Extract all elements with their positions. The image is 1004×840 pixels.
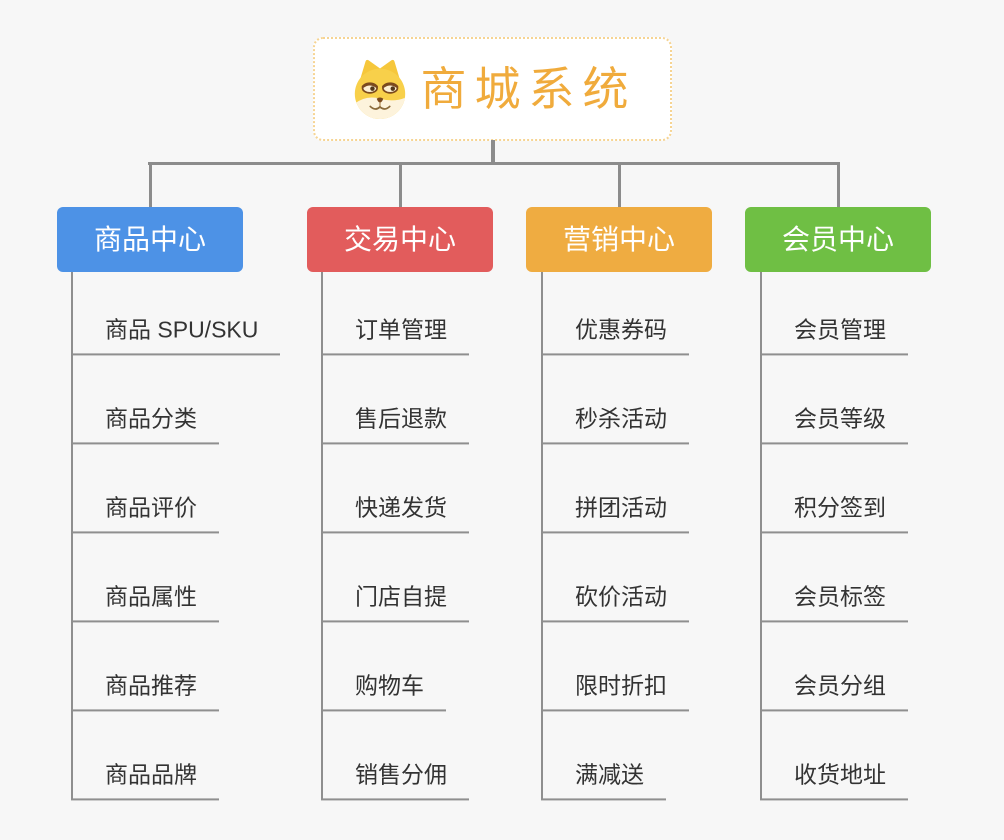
leaf-trade-center-5[interactable]: 销售分佣: [321, 761, 469, 800]
connector-stub-product-center: [149, 162, 152, 208]
leaf-trade-center-4[interactable]: 购物车: [321, 672, 446, 711]
connector-trunk-member-center: [760, 272, 762, 800]
leaf-trade-center-0[interactable]: 订单管理: [321, 316, 469, 355]
root-title: 商城系统: [420, 63, 637, 115]
leaf-member-center-1[interactable]: 会员等级: [760, 405, 908, 444]
leaf-product-center-0[interactable]: 商品 SPU/SKU: [71, 316, 281, 355]
branch-label-trade-center: 交易中心: [343, 223, 456, 255]
branch-trade-center[interactable]: 交易中心: [307, 207, 493, 272]
connector-stub-marketing-center: [618, 162, 621, 208]
leaf-marketing-center-4[interactable]: 限时折扣: [541, 672, 689, 711]
connector-trunk-marketing-center: [541, 272, 543, 800]
leaf-trade-center-2[interactable]: 快递发货: [321, 494, 469, 533]
doge-icon: [349, 58, 411, 120]
leaf-marketing-center-3[interactable]: 砍价活动: [541, 583, 689, 622]
root-node[interactable]: 商城系统: [313, 37, 672, 141]
leaf-marketing-center-0[interactable]: 优惠券码: [541, 316, 689, 355]
connector-stub-trade-center: [399, 162, 402, 208]
leaf-marketing-center-5[interactable]: 满减送: [541, 761, 666, 800]
branch-label-marketing-center: 营销中心: [562, 223, 675, 255]
leaf-marketing-center-2[interactable]: 拼团活动: [541, 494, 689, 533]
branch-label-member-center: 会员中心: [781, 223, 894, 255]
branch-product-center[interactable]: 商品中心: [57, 207, 243, 272]
connector-root-stem: [491, 140, 495, 165]
leaf-product-center-1[interactable]: 商品分类: [71, 405, 219, 444]
connector-horizontal: [148, 162, 840, 165]
connector-stub-member-center: [837, 162, 840, 208]
leaf-member-center-4[interactable]: 会员分组: [760, 672, 908, 711]
leaf-member-center-0[interactable]: 会员管理: [760, 316, 908, 355]
leaf-product-center-3[interactable]: 商品属性: [71, 583, 219, 622]
branch-member-center[interactable]: 会员中心: [745, 207, 931, 272]
leaf-member-center-5[interactable]: 收货地址: [760, 761, 908, 800]
leaf-marketing-center-1[interactable]: 秒杀活动: [541, 405, 689, 444]
leaf-trade-center-3[interactable]: 门店自提: [321, 583, 469, 622]
leaf-product-center-5[interactable]: 商品品牌: [71, 761, 219, 800]
leaf-member-center-3[interactable]: 会员标签: [760, 583, 908, 622]
leaf-trade-center-1[interactable]: 售后退款: [321, 405, 469, 444]
leaf-product-center-4[interactable]: 商品推荐: [71, 672, 219, 711]
leaf-product-center-2[interactable]: 商品评价: [71, 494, 219, 533]
connector-trunk-product-center: [71, 272, 73, 800]
branch-marketing-center[interactable]: 营销中心: [526, 207, 712, 272]
leaf-member-center-2[interactable]: 积分签到: [760, 494, 908, 533]
branch-label-product-center: 商品中心: [93, 223, 206, 255]
connector-trunk-trade-center: [321, 272, 323, 800]
